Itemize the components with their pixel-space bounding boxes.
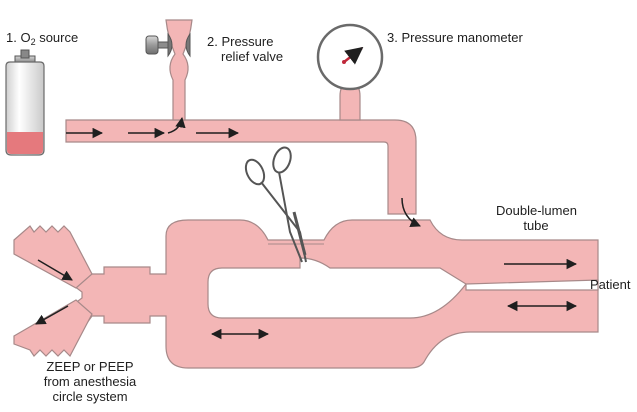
o2-source-label: 1. O2 source <box>6 30 79 47</box>
y-connector-upper <box>13 225 93 289</box>
zeep-peep-label: ZEEP or PEEP from anesthesia circle syst… <box>30 359 150 404</box>
arrow-y-in <box>37 259 73 281</box>
tube-label-line1: Double-lumen <box>496 203 577 218</box>
arrow-down-elbow <box>401 197 421 227</box>
zeep-label-line1: ZEEP or PEEP <box>46 359 134 374</box>
circuit-inner-gap <box>207 257 467 319</box>
tube-label-line2: tube <box>523 218 549 233</box>
clamp-scissors-icon <box>244 146 307 263</box>
double-lumen-tube-label: Double-lumen tube <box>496 203 577 233</box>
lumen-divider <box>465 279 599 291</box>
patient-label: Patient <box>590 277 631 292</box>
flow-arrows <box>35 116 578 340</box>
relief-valve-label-line2: relief valve <box>221 49 284 64</box>
y-connector-lower <box>13 299 93 358</box>
relief-valve-stem <box>165 19 193 121</box>
arrow-y-out <box>35 305 69 325</box>
zeep-label-line2: from anesthesia <box>43 374 137 389</box>
clamped-segment <box>268 239 324 245</box>
arrow-relief <box>167 116 186 134</box>
relief-valve-label: 2. Pressure relief valve <box>207 34 283 64</box>
o2-liquid <box>7 132 43 154</box>
relief-valve-label-line1: 2. Pressure <box>207 34 274 49</box>
tubing <box>13 19 599 369</box>
relief-valve-knob-icon <box>145 32 191 58</box>
manometer-needle <box>343 46 364 65</box>
manometer-label: 3. Pressure manometer <box>387 30 523 45</box>
supply-tube <box>65 119 417 215</box>
o2-cylinder <box>5 49 45 156</box>
zeep-label-line3: circle system <box>52 389 128 404</box>
pressure-manometer-icon <box>316 23 384 91</box>
